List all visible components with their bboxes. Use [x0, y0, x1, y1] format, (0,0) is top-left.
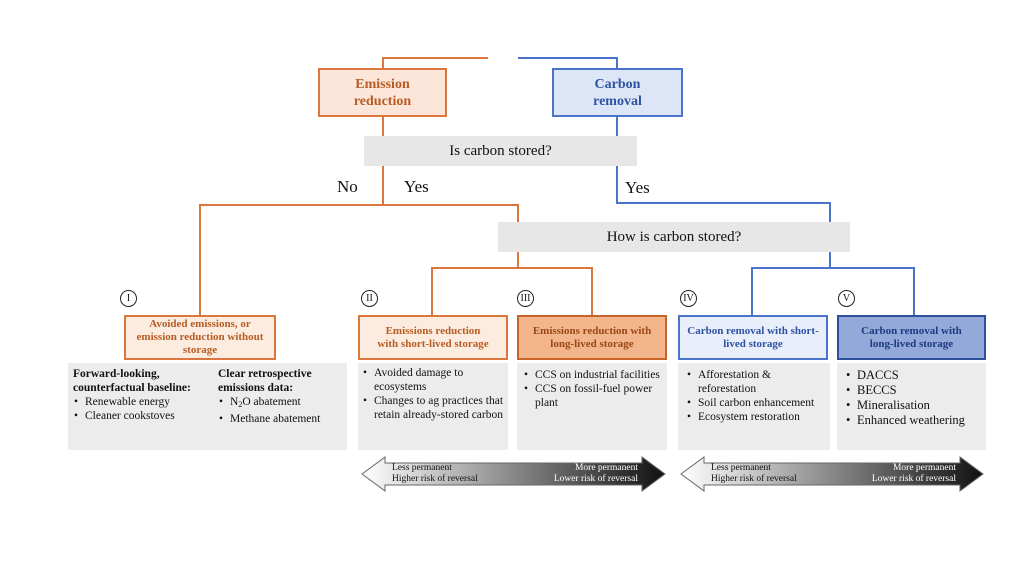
category-i-label: Avoided emissions, or emission reduction… — [136, 318, 264, 356]
list-item: Mineralisation — [845, 398, 978, 413]
panel-i-right-heading: Clear retrospective emissions data: — [218, 368, 312, 394]
list-item: Cleaner cookstoves — [73, 409, 213, 423]
category-iii-label: Emissions reduction with long-lived stor… — [532, 324, 652, 350]
arrow-right-more-line1: More permanent — [892, 463, 956, 473]
arrow-right-less-line2: Higher risk of reversal — [711, 474, 797, 484]
list-item: CCS on industrial facilities — [523, 368, 661, 382]
arrow-right-more-line2: Lower risk of reversal — [871, 474, 956, 484]
numeral-iii: III — [517, 290, 534, 307]
list-item: Renewable energy — [73, 395, 213, 409]
panel-iii-examples: CCS on industrial facilities CCS on foss… — [517, 363, 667, 450]
question-how-is-carbon-stored: How is carbon stored? — [498, 222, 850, 252]
list-item: Ecosystem restoration — [686, 410, 822, 424]
question-is-carbon-stored: Is carbon stored? — [364, 136, 637, 166]
arrow-right-more-text: More permanent Lower risk of reversal — [848, 463, 956, 485]
numeral-v: V — [838, 290, 855, 307]
question-how-is-carbon-stored-text: How is carbon stored? — [606, 228, 742, 245]
category-iv-label: Carbon removal with short-lived storage — [687, 324, 819, 350]
category-v-box: Carbon removal with long-lived storage — [837, 315, 986, 360]
arrow-left-less-text: Less permanent Higher risk of reversal — [392, 463, 478, 485]
panel-i-left-heading: Forward-looking, counterfactual baseline… — [73, 368, 191, 394]
list-item: DACCS — [845, 368, 978, 383]
permanence-arrow-right — [680, 456, 984, 492]
panel-v-examples: DACCS BECCS Mineralisation Enhanced weat… — [837, 363, 986, 450]
carbon-removal-box: Carbon removal — [552, 68, 683, 117]
panel-iv-examples: Afforestation & reforestation Soil carbo… — [678, 363, 830, 450]
branch-label-yes-left: Yes — [404, 177, 429, 196]
category-v-label: Carbon removal with long-lived storage — [861, 324, 962, 350]
list-item: N2O abatement — [218, 395, 343, 412]
permanence-arrow-left — [361, 456, 666, 492]
arrow-right-less-text: Less permanent Higher risk of reversal — [711, 463, 797, 485]
category-ii-label: Emissions reduction with short-lived sto… — [377, 324, 489, 350]
question-is-carbon-stored-text: Is carbon stored? — [449, 142, 552, 159]
category-iv-box: Carbon removal with short-lived storage — [678, 315, 828, 360]
list-item: Changes to ag practices that retain alre… — [362, 394, 504, 422]
arrow-left-more-text: More permanent Lower risk of reversal — [530, 463, 638, 485]
numeral-i: I — [120, 290, 137, 307]
arrow-left-less-line2: Higher risk of reversal — [392, 474, 478, 484]
carbon-removal-label: Carbon removal — [593, 76, 642, 109]
branch-label-no: No — [337, 177, 358, 196]
panel-ii-examples: Avoided damage to ecosystems Changes to … — [358, 363, 508, 450]
branch-label-yes-right: Yes — [625, 178, 650, 197]
arrow-left-more-line2: Lower risk of reversal — [553, 474, 638, 484]
category-iii-box: Emissions reduction with long-lived stor… — [517, 315, 667, 360]
emission-reduction-label: Emission reduction — [353, 76, 412, 109]
list-item: Afforestation & reforestation — [686, 368, 822, 396]
numeral-ii: II — [361, 290, 378, 307]
numeral-iv: IV — [680, 290, 697, 307]
arrow-left-more-line1: More permanent — [574, 463, 638, 473]
list-item: BECCS — [845, 383, 978, 398]
arrow-left-less-line1: Less permanent — [392, 463, 452, 473]
list-item: Avoided damage to ecosystems — [362, 366, 504, 394]
category-ii-box: Emissions reduction with short-lived sto… — [358, 315, 508, 360]
list-item: Soil carbon enhancement — [686, 396, 822, 410]
list-item: Enhanced weathering — [845, 413, 978, 428]
list-item: CCS on fossil-fuel power plant — [523, 382, 661, 410]
category-i-box: Avoided emissions, or emission reduction… — [124, 315, 276, 360]
panel-i-examples: Forward-looking, counterfactual baseline… — [68, 363, 347, 450]
arrow-right-less-line1: Less permanent — [711, 463, 771, 473]
list-item: Methane abatement — [218, 412, 343, 426]
emission-reduction-box: Emission reduction — [318, 68, 447, 117]
